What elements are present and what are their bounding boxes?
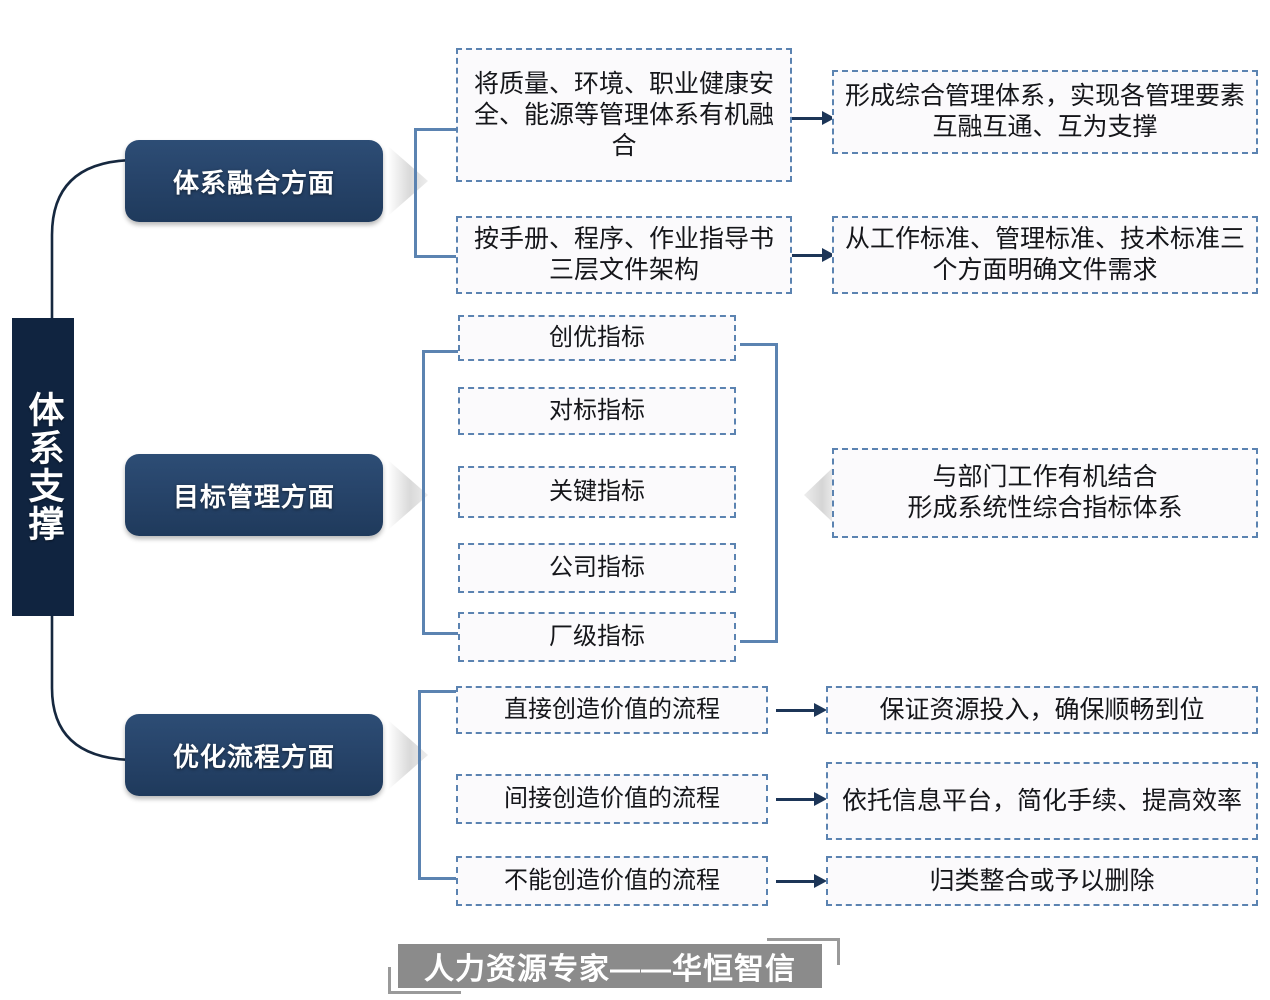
bracket-section-2-right bbox=[740, 343, 778, 643]
content-box-s2-l2: 对标指标 bbox=[458, 387, 736, 435]
pill-label: 优化流程方面 bbox=[172, 741, 335, 772]
content-text: 关键指标 bbox=[549, 478, 645, 506]
chevron-right-icon-2 bbox=[388, 458, 432, 532]
arrow-s3-3 bbox=[776, 874, 828, 888]
pill-goal-management[interactable]: 目标管理方面 bbox=[125, 454, 383, 536]
content-text: 公司指标 bbox=[549, 554, 645, 582]
content-text: 依托信息平台，简化手续、提高效率 bbox=[841, 786, 1242, 815]
content-box-s3-l3: 不能创造价值的流程 bbox=[456, 856, 768, 906]
content-text: 直接创造价值的流程 bbox=[504, 696, 720, 724]
arrow-s1-2 bbox=[792, 248, 836, 262]
content-text: 将质量、环境、职业健康安全、能源等管理体系有机融合 bbox=[473, 69, 774, 160]
content-text: 对标指标 bbox=[549, 397, 645, 425]
content-box-s3-l2: 间接创造价值的流程 bbox=[456, 774, 768, 824]
content-text: 与部门工作有机结合 形成系统性综合指标体系 bbox=[907, 463, 1183, 522]
content-box-s1-r1: 形成综合管理体系，实现各管理要素互融互通、互为支撑 bbox=[832, 70, 1258, 154]
content-box-s2-l1: 创优指标 bbox=[458, 315, 736, 361]
footer-banner: 人力资源专家——华恒智信 bbox=[388, 938, 840, 994]
content-text: 不能创造价值的流程 bbox=[504, 867, 720, 895]
content-text: 归类整合或予以删除 bbox=[929, 866, 1155, 895]
content-box-s3-r2: 依托信息平台，简化手续、提高效率 bbox=[826, 762, 1258, 840]
content-text: 保证资源投入，确保顺畅到位 bbox=[879, 695, 1205, 724]
arrow-s3-1 bbox=[776, 703, 828, 717]
content-box-s3-r1: 保证资源投入，确保顺畅到位 bbox=[826, 686, 1258, 734]
content-text: 形成综合管理体系，实现各管理要素互融互通、互为支撑 bbox=[844, 82, 1245, 141]
connector-curve-bottom bbox=[50, 608, 133, 762]
content-box-s2-r1: 与部门工作有机结合 形成系统性综合指标体系 bbox=[832, 448, 1258, 538]
spine-system-support: 体系支撑 bbox=[12, 318, 74, 616]
connector-curve-top bbox=[50, 158, 133, 328]
content-box-s3-r3: 归类整合或予以删除 bbox=[826, 856, 1258, 906]
pill-label: 目标管理方面 bbox=[172, 481, 335, 512]
footer-bracket-top-right bbox=[767, 938, 840, 965]
content-box-s2-l5: 厂级指标 bbox=[458, 612, 736, 662]
pill-label: 体系融合方面 bbox=[172, 167, 335, 198]
footer-bar: 人力资源专家——华恒智信 bbox=[398, 944, 822, 988]
footer-bracket-bottom-left bbox=[388, 967, 461, 994]
footer-text: 人力资源专家——华恒智信 bbox=[424, 953, 796, 986]
chevron-right-icon-1 bbox=[388, 144, 432, 218]
bracket-section-1 bbox=[414, 128, 458, 258]
content-text: 按手册、程序、作业指导书三层文件架构 bbox=[473, 225, 774, 284]
bracket-section-3 bbox=[418, 690, 458, 880]
spine-label: 体系支撑 bbox=[23, 391, 65, 543]
content-box-s2-l3: 关键指标 bbox=[458, 466, 736, 518]
pill-system-integration[interactable]: 体系融合方面 bbox=[125, 140, 383, 222]
bracket-section-2-left bbox=[422, 350, 460, 635]
arrow-s3-2 bbox=[776, 792, 828, 806]
arrow-s1-1 bbox=[792, 111, 836, 125]
content-box-s1-l2: 按手册、程序、作业指导书三层文件架构 bbox=[456, 216, 792, 294]
chevron-right-icon-3 bbox=[388, 718, 432, 792]
content-text: 间接创造价值的流程 bbox=[504, 785, 720, 813]
content-text: 从工作标准、管理标准、技术标准三个方面明确文件需求 bbox=[844, 225, 1245, 284]
content-text: 厂级指标 bbox=[549, 623, 645, 651]
content-box-s2-l4: 公司指标 bbox=[458, 543, 736, 593]
pill-process-optimization[interactable]: 优化流程方面 bbox=[125, 714, 383, 796]
content-box-s1-l1: 将质量、环境、职业健康安全、能源等管理体系有机融合 bbox=[456, 48, 792, 182]
content-box-s3-l1: 直接创造价值的流程 bbox=[456, 686, 768, 734]
content-box-s1-r2: 从工作标准、管理标准、技术标准三个方面明确文件需求 bbox=[832, 216, 1258, 294]
content-text: 创优指标 bbox=[549, 324, 645, 352]
